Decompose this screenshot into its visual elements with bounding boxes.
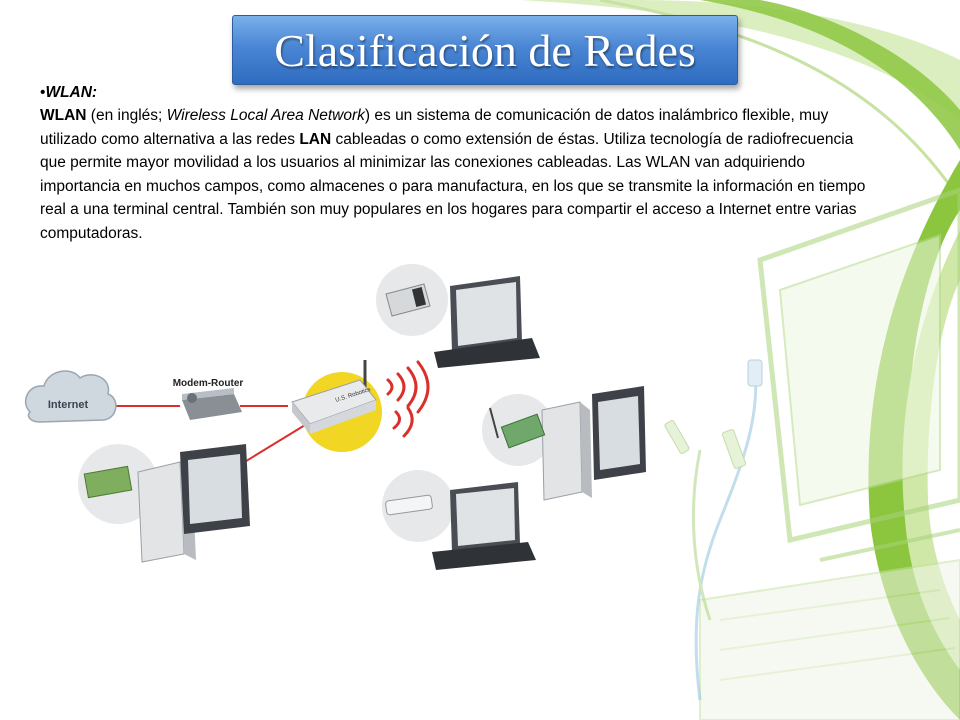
desktop-left-icon [137,444,250,563]
title-box: Clasificación de Redes [232,15,738,85]
laptop-top-icon [434,276,540,368]
body-paragraph: WLAN (en inglés; Wireless Local Area Net… [40,104,870,246]
top-green-swoosh-2 [700,0,960,150]
monitor-illustration [699,187,960,720]
text-part-2: ) es un sistema de comunicación de datos… [40,107,829,148]
section-heading: •WLAN: [40,82,870,104]
heading-text: WLAN: [45,84,98,101]
radio-waves-icon [386,360,430,438]
bullet-marker: • [40,84,46,101]
slide-title: Clasificación de Redes [274,24,696,76]
internet-label: Internet [48,399,89,411]
text-part-3: cableadas o como extensión de éstas. Uti… [40,130,866,242]
slide-content: •WLAN: WLAN (en inglés; Wireless Local A… [40,82,870,246]
wlan-diagram: Internet Modem-Router U.S. Robotics [24,264,646,570]
usb-wifi-adapter-icon [385,494,433,516]
cables-illustration [664,359,763,701]
top-line-swoosh [599,0,960,201]
laptop-bottom-icon [432,482,536,570]
desktop-right-icon [541,386,646,501]
text-part-1: (en inglés; [86,107,167,124]
right-green-curve-light [902,230,960,670]
term-lan: LAN [299,130,332,148]
modem-router-label: Modem-Router [173,378,244,389]
term-full-name: Wireless Local Area Network [166,107,365,124]
wifi-card-icon-top [385,283,431,317]
internet-cloud-icon [24,370,117,423]
modem-router-icon [182,388,242,420]
pci-wifi-card-icon-right [489,407,546,449]
term-wlan: WLAN [40,107,87,124]
wireless-router-icon: U.S. Robotics [291,360,377,434]
pci-wifi-card-icon-left [83,465,133,499]
